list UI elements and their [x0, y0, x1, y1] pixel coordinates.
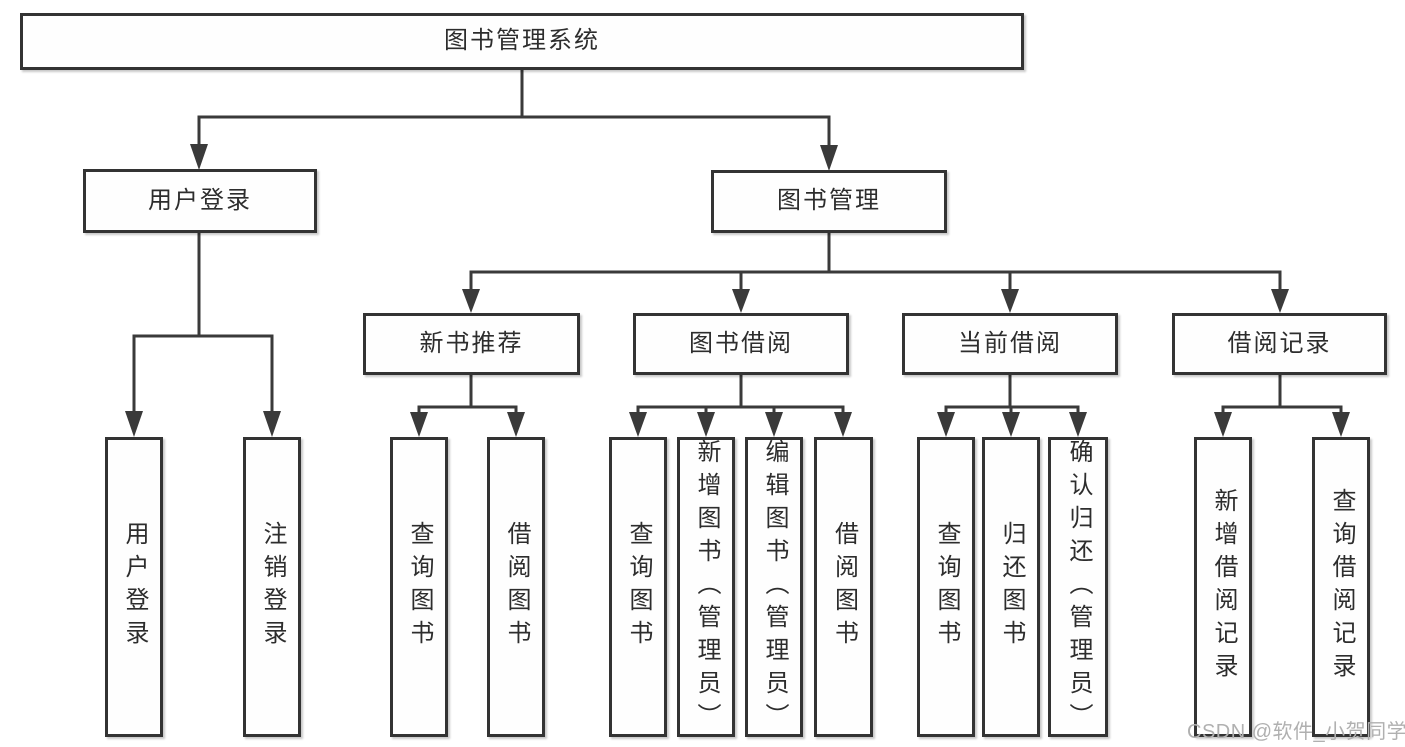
node-library-system: 图书管理系统 [20, 13, 1024, 70]
arrowhead [1001, 289, 1019, 313]
node-book-management: 图书管理 [711, 170, 947, 233]
node-leaf-user-login: 用户登录 [105, 437, 163, 737]
node-label: 当前借阅 [958, 329, 1062, 357]
arrowhead [125, 411, 143, 437]
node-label: 用户登录 [121, 521, 148, 653]
arrowhead [190, 144, 208, 170]
node-label: 借阅记录 [1227, 329, 1332, 357]
arrowhead [462, 289, 480, 313]
node-label: 借阅图书 [830, 521, 858, 653]
node-leaf-query-books-borrow: 查询图书 [609, 437, 667, 737]
edges-new-book-recommend [410, 375, 525, 437]
node-current-borrow: 当前借阅 [902, 313, 1118, 375]
node-leaf-add-borrow-record: 新增借阅记录 [1194, 437, 1252, 737]
edges-root [190, 70, 838, 171]
node-label: 注销登录 [259, 521, 286, 653]
node-leaf-return-books: 归还图书 [982, 437, 1040, 737]
node-new-book-recommend: 新书推荐 [363, 313, 580, 375]
node-label: 借阅图书 [503, 521, 530, 653]
edges-book-management [462, 233, 1289, 313]
edges-borrow-records [1214, 375, 1350, 437]
arrowhead [1069, 412, 1087, 437]
node-leaf-confirm-return-admin: 确认归还（管理员） [1048, 437, 1108, 737]
edges-user-login [125, 233, 281, 437]
node-label: 图书管理系统 [444, 27, 600, 55]
arrowhead [1002, 412, 1020, 437]
arrowhead [1332, 412, 1350, 437]
edges-current-borrow [937, 375, 1087, 437]
edges-book-borrow [629, 375, 852, 437]
arrowhead [507, 412, 525, 437]
node-book-borrow: 图书借阅 [633, 313, 849, 375]
node-label: 查询借阅记录 [1328, 488, 1355, 686]
node-user-login: 用户登录 [83, 169, 317, 233]
node-leaf-query-borrow-record: 查询借阅记录 [1312, 437, 1370, 737]
node-label: 归还图书 [998, 521, 1025, 653]
node-leaf-borrow-books-recommend: 借阅图书 [487, 437, 545, 737]
node-leaf-edit-books-admin: 编辑图书（管理员） [745, 437, 803, 737]
node-label: 查询图书 [406, 521, 433, 653]
node-label: 图书管理 [777, 187, 881, 215]
node-label: 查询图书 [933, 521, 960, 653]
node-leaf-borrow-books: 借阅图书 [814, 437, 873, 737]
node-leaf-logout: 注销登录 [243, 437, 301, 737]
arrowhead [263, 411, 281, 437]
arrowhead [1271, 289, 1289, 313]
arrowhead [834, 412, 852, 437]
node-label: 新书推荐 [419, 329, 524, 357]
node-label: 查询图书 [625, 521, 652, 653]
node-label: 编辑图书（管理员） [761, 438, 788, 736]
arrowhead [697, 412, 715, 437]
node-label: 用户登录 [148, 186, 252, 214]
node-label: 确认归还（管理员） [1065, 438, 1092, 736]
arrowhead [732, 289, 750, 313]
watermark: CSDN @软件_小贺同学 [1187, 721, 1405, 743]
arrowhead [1214, 412, 1232, 437]
node-label: 新增借阅记录 [1210, 488, 1237, 686]
node-leaf-query-books-current: 查询图书 [917, 437, 975, 737]
node-borrow-records: 借阅记录 [1172, 313, 1387, 375]
arrowhead [765, 412, 783, 437]
node-leaf-add-books-admin: 新增图书（管理员） [677, 437, 735, 737]
node-label: 新增图书（管理员） [693, 438, 720, 736]
node-leaf-query-books-recommend: 查询图书 [390, 437, 448, 737]
node-label: 图书借阅 [689, 329, 793, 357]
arrowhead [937, 412, 955, 437]
arrowhead [410, 412, 428, 437]
arrowhead [820, 145, 838, 171]
arrowhead [629, 412, 647, 437]
